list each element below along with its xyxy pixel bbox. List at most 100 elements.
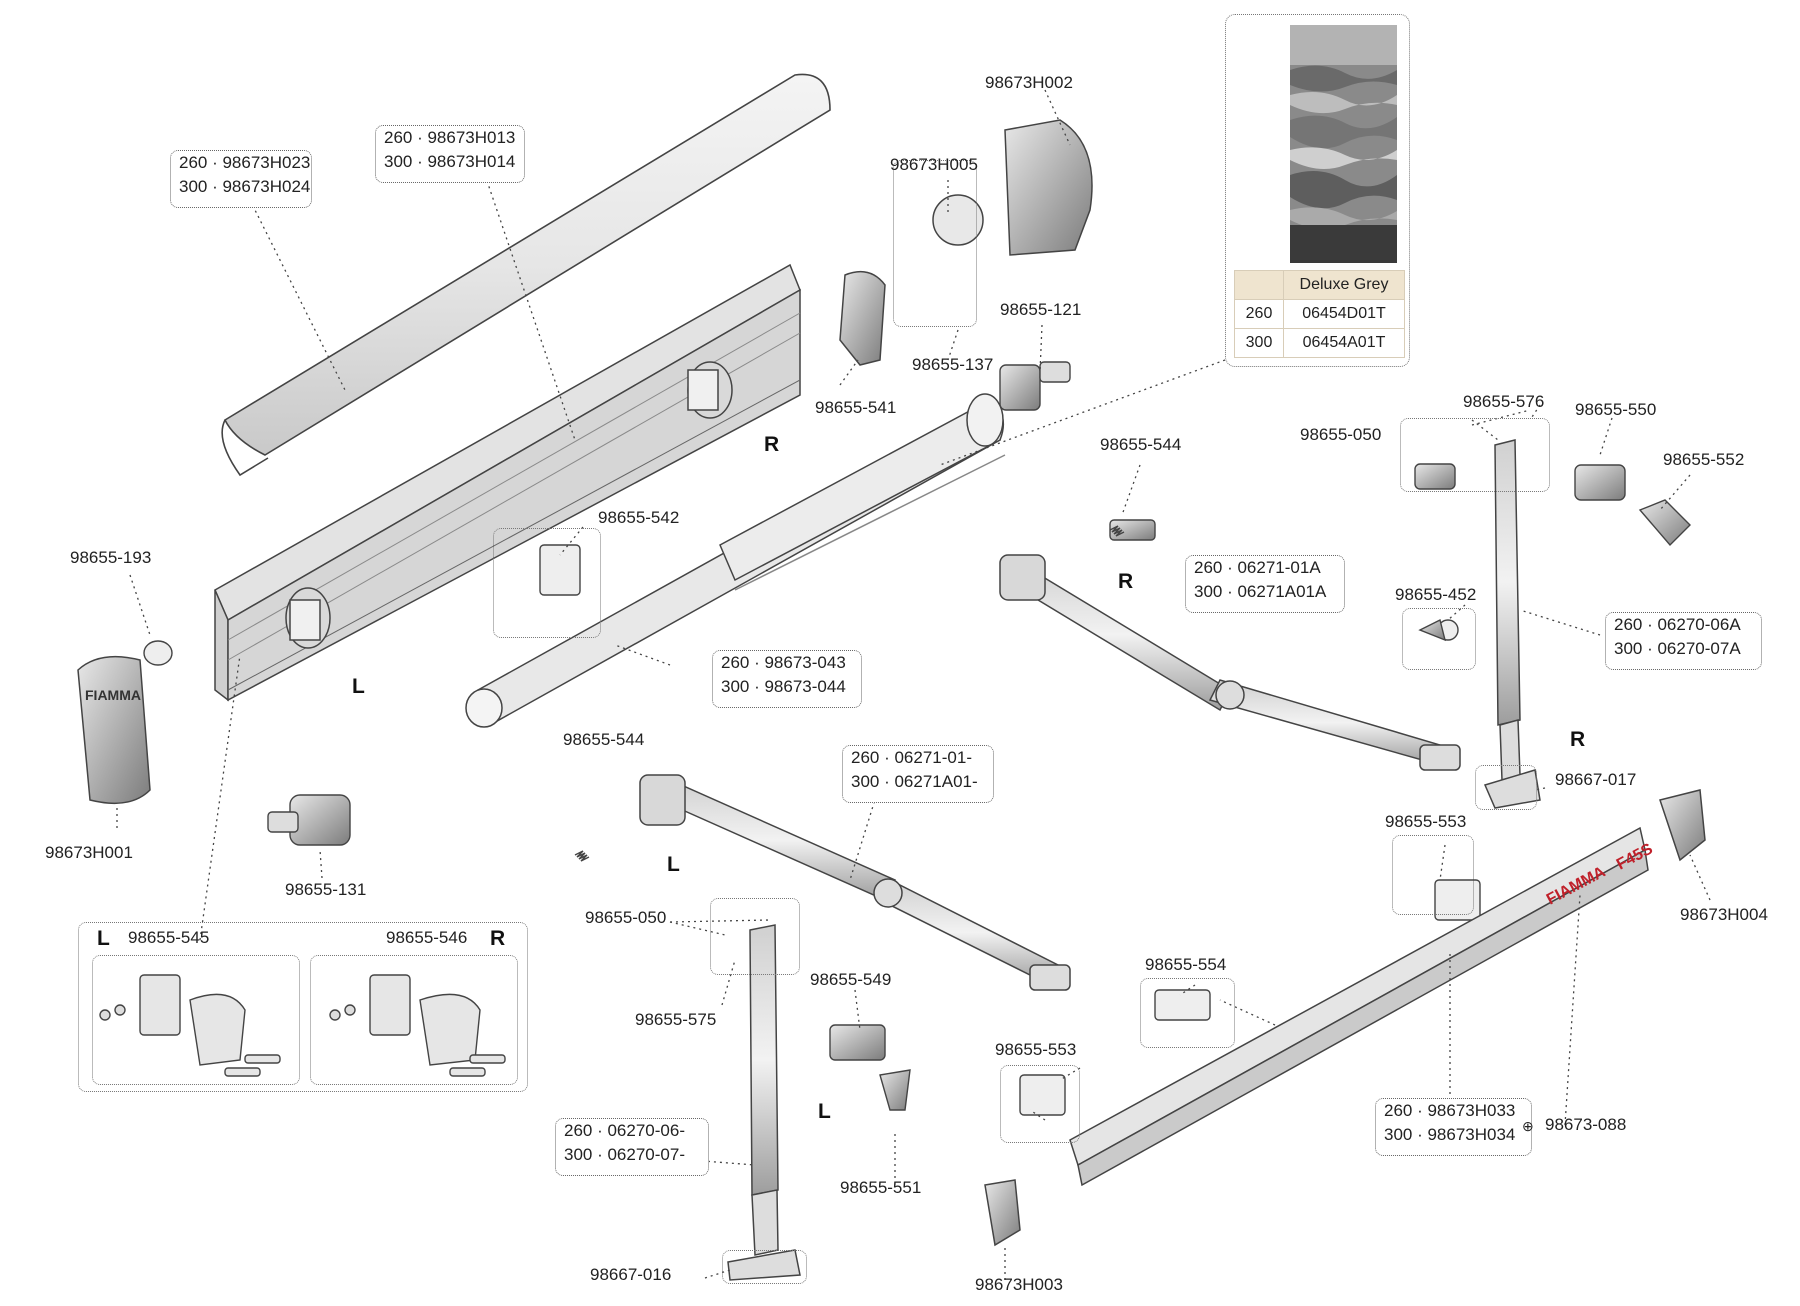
label-98655-549: 98655-549 xyxy=(810,970,892,989)
fabric-code-table: Deluxe Grey 260 06454D01T 300 06454A01T xyxy=(1234,270,1405,358)
side-marker-r4: R xyxy=(490,927,506,950)
right-leg-part-260: 260 · 06270-06A xyxy=(1614,615,1741,634)
right-arm-part-260: 260 · 06271-01A xyxy=(1194,558,1321,577)
front-bar-part-300: 300 · 98673H034 xyxy=(1384,1125,1516,1144)
small-parts xyxy=(143,361,1691,1116)
slider-detail-box xyxy=(1140,978,1235,1048)
table-cell-code: 06454D01T xyxy=(1283,299,1405,329)
leader-lines xyxy=(116,89,1711,1280)
right-bracket-box xyxy=(310,955,518,1085)
label-98673H005: 98673H005 xyxy=(890,155,978,174)
label-98655-553-lower: 98655-553 xyxy=(995,1040,1077,1059)
roller-part-box: 260 · 98673-043 300 · 98673-044 xyxy=(712,650,862,708)
lock-detail-box-upper xyxy=(1392,835,1474,915)
label-98673H003: 98673H003 xyxy=(975,1275,1063,1294)
fabric-panel: Deluxe Grey 260 06454D01T 300 06454A01T xyxy=(1225,14,1410,367)
label-98655-544-top: 98655-544 xyxy=(1100,435,1182,454)
front-bar-part: FIAMMA F45S xyxy=(1069,826,1656,1187)
roller-tube-part xyxy=(465,393,1006,728)
left-arm-part-300: 300 · 06271A01- xyxy=(851,772,978,791)
label-98655-552: 98655-552 xyxy=(1663,450,1745,469)
table-header-row: Deluxe Grey xyxy=(1234,270,1405,300)
label-98655-542: 98655-542 xyxy=(598,508,680,527)
right-arm-part-300: 300 · 06271A01A xyxy=(1194,582,1327,601)
cover-part-300: 300 · 98673H024 xyxy=(179,177,311,196)
front-bar-part-260: 260 · 98673H033 xyxy=(1384,1101,1516,1120)
label-98655-121: 98655-121 xyxy=(1000,300,1082,319)
springs xyxy=(574,525,1125,862)
label-98655-545: 98655-545 xyxy=(128,928,210,947)
label-98673H004: 98673H004 xyxy=(1680,905,1768,924)
side-marker-l1: L xyxy=(352,675,365,698)
brackets-group-box xyxy=(78,922,528,1092)
top-cover-part xyxy=(221,73,831,477)
side-marker-l2: L xyxy=(667,853,680,876)
label-98673H002: 98673H002 xyxy=(985,73,1073,92)
label-98655-050-left: 98655-050 xyxy=(585,908,667,927)
cover-part-box: 260 · 98673H023 300 · 98673H024 xyxy=(170,150,312,208)
label-98655-452: 98655-452 xyxy=(1395,585,1477,604)
label-98655-193: 98655-193 xyxy=(70,548,152,567)
front-bar-part-box: 260 · 98673H033 300 · 98673H034 xyxy=(1375,1098,1532,1156)
label-98655-137: 98655-137 xyxy=(912,355,994,374)
left-arm-part-box: 260 · 06271-01- 300 · 06271A01- xyxy=(842,745,994,803)
label-98655-541: 98655-541 xyxy=(815,398,897,417)
label-98673-088: 98673-088 xyxy=(1545,1115,1627,1134)
label-98655-546: 98655-546 xyxy=(386,928,468,947)
table-cell-size: 260 xyxy=(1234,299,1284,329)
bracket-drawings xyxy=(99,974,506,1077)
label-98655-575: 98655-575 xyxy=(635,1010,717,1029)
label-98667-017: 98667-017 xyxy=(1555,770,1637,789)
clip-detail-box xyxy=(493,528,601,638)
label-98655-544-left: 98655-544 xyxy=(563,730,645,749)
left-leg-part xyxy=(727,924,801,1281)
bracket-detail-box xyxy=(1400,418,1550,492)
table-row: 260 06454D01T xyxy=(1234,299,1405,329)
profile-part-260: 260 · 98673H013 xyxy=(384,128,516,147)
left-leg-part-box: 260 · 06270-06- 300 · 06270-07- xyxy=(555,1118,709,1176)
roller-part-260: 260 · 98673-043 xyxy=(721,653,846,672)
end-cap-brand: FIAMMA xyxy=(85,687,141,703)
right-leg-part-300: 300 · 06270-07A xyxy=(1614,639,1741,658)
label-98655-576: 98655-576 xyxy=(1463,392,1545,411)
table-row: 300 06454A01T xyxy=(1234,328,1405,358)
left-bracket-box xyxy=(92,955,300,1085)
side-marker-r3: R xyxy=(1570,728,1586,751)
roller-part-300: 300 · 98673-044 xyxy=(721,677,846,696)
fabric-swatch xyxy=(1290,25,1397,263)
label-98655-554: 98655-554 xyxy=(1145,955,1227,974)
profile-part-300: 300 · 98673H014 xyxy=(384,152,516,171)
profile-part-box: 260 · 98673H013 300 · 98673H014 xyxy=(375,125,525,183)
cover-part-260: 260 · 98673H023 xyxy=(179,153,311,172)
pinion-detail-box xyxy=(893,160,977,327)
table-cell-size: 300 xyxy=(1234,328,1284,358)
side-marker-r1: R xyxy=(764,433,780,456)
side-marker-r2: R xyxy=(1118,570,1134,593)
left-leg-part-300: 300 · 06270-07- xyxy=(564,1145,685,1164)
foot-detail-box-right xyxy=(1475,765,1537,810)
main-profile-part xyxy=(214,263,801,702)
label-98655-131: 98655-131 xyxy=(285,880,367,899)
label-98655-550: 98655-550 xyxy=(1575,400,1657,419)
left-arm-part-260: 260 · 06271-01- xyxy=(851,748,972,767)
label-98655-551: 98655-551 xyxy=(840,1178,922,1197)
plus-marker: ⊕ xyxy=(1522,1118,1534,1134)
washer-detail-box xyxy=(1402,608,1476,670)
left-arm-part xyxy=(639,774,1071,991)
fabric-color-name: Deluxe Grey xyxy=(1283,270,1405,300)
left-leg-part-260: 260 · 06270-06- xyxy=(564,1121,685,1140)
right-arm-part-box: 260 · 06271-01A 300 · 06271A01A xyxy=(1185,555,1345,613)
label-98655-050-right: 98655-050 xyxy=(1300,425,1382,444)
side-marker-l3: L xyxy=(818,1100,831,1123)
right-arm-part xyxy=(999,554,1461,771)
right-leg-part-box: 260 · 06270-06A 300 · 06270-07A xyxy=(1605,612,1762,670)
lock-detail-box-lower xyxy=(1000,1065,1080,1143)
table-cell-code: 06454A01T xyxy=(1283,328,1405,358)
label-98673H001: 98673H001 xyxy=(45,843,133,862)
foot-detail-box-left xyxy=(722,1250,807,1284)
table-header-empty xyxy=(1234,270,1284,300)
label-98655-553-upper: 98655-553 xyxy=(1385,812,1467,831)
end-caps: FIAMMA xyxy=(77,119,1706,1247)
